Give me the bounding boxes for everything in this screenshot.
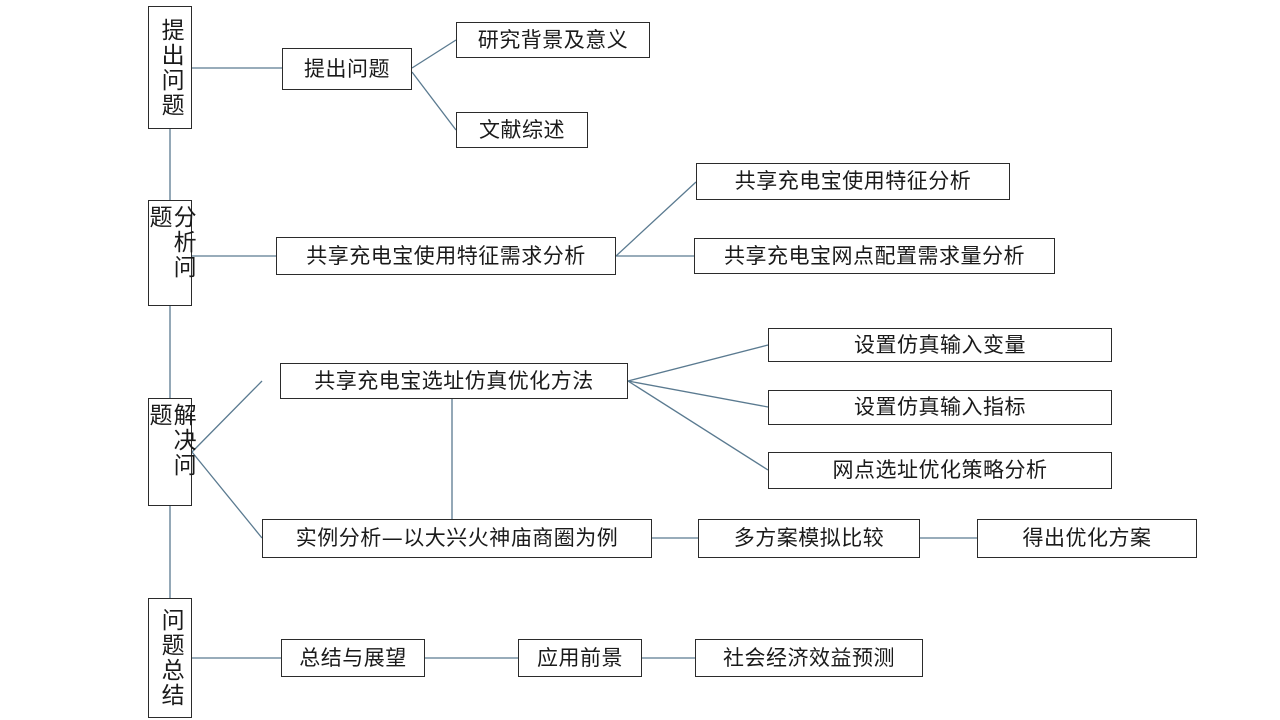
- node-case-study-label: 实例分析—以大兴火神庙商圈为例: [295, 526, 619, 551]
- node-input-indicators-label: 设置仿真输入指标: [854, 395, 1026, 420]
- stage-solve-label: 解决问题: [145, 403, 196, 478]
- node-multi-scheme-label: 多方案模拟比较: [733, 526, 885, 551]
- stage-summary-label: 问题总结: [157, 608, 184, 708]
- node-input-indicators[interactable]: 设置仿真输入指标: [768, 390, 1112, 425]
- node-conclusion-label: 总结与展望: [299, 645, 407, 670]
- link-demand-to-usage: [615, 181, 697, 257]
- node-case-study[interactable]: 实例分析—以大兴火神庙商圈为例: [262, 519, 652, 558]
- link-method-to-strategy: [627, 380, 769, 471]
- node-conclusion[interactable]: 总结与展望: [281, 639, 425, 677]
- stage-summary[interactable]: 问题总结: [148, 598, 192, 718]
- node-site-demand[interactable]: 共享充电宝网点配置需求量分析: [694, 238, 1055, 274]
- node-benefit-forecast-label: 社会经济效益预测: [723, 645, 895, 670]
- node-input-variables[interactable]: 设置仿真输入变量: [768, 328, 1112, 362]
- node-literature-label: 文献综述: [479, 117, 565, 142]
- stage-raise-label: 提出问题: [157, 17, 184, 118]
- node-optimal-scheme-label: 得出优化方案: [1022, 526, 1152, 551]
- link-method-to-variables: [627, 344, 769, 382]
- link-raise-to-background: [411, 39, 457, 69]
- link-method-to-indicators: [627, 380, 769, 408]
- node-site-demand-label: 共享充电宝网点配置需求量分析: [724, 243, 1025, 268]
- node-input-variables-label: 设置仿真输入变量: [854, 332, 1026, 357]
- node-background-label: 研究背景及意义: [477, 27, 629, 52]
- link-raise-to-literature: [411, 71, 457, 131]
- node-demand-analysis-label: 共享充电宝使用特征需求分析: [306, 243, 586, 268]
- stage-raise[interactable]: 提出问题: [148, 6, 192, 129]
- node-application-label: 应用前景: [537, 645, 623, 670]
- node-literature[interactable]: 文献综述: [456, 112, 588, 148]
- node-strategy-analysis-label: 网点选址优化策略分析: [832, 458, 1048, 483]
- node-strategy-analysis[interactable]: 网点选址优化策略分析: [768, 452, 1112, 489]
- node-usage-features[interactable]: 共享充电宝使用特征分析: [696, 163, 1010, 200]
- stage-solve[interactable]: 解决问题: [145, 398, 196, 506]
- link-solve-branch-bottom: [191, 451, 263, 539]
- node-raise-problem[interactable]: 提出问题: [282, 48, 412, 90]
- node-demand-analysis[interactable]: 共享充电宝使用特征需求分析: [276, 237, 616, 275]
- node-optimal-scheme[interactable]: 得出优化方案: [977, 519, 1197, 558]
- node-sim-method-label: 共享充电宝选址仿真优化方法: [314, 368, 594, 393]
- node-application[interactable]: 应用前景: [518, 639, 642, 677]
- node-background[interactable]: 研究背景及意义: [456, 22, 650, 58]
- node-benefit-forecast[interactable]: 社会经济效益预测: [695, 639, 923, 677]
- node-raise-problem-label: 提出问题: [304, 56, 390, 81]
- stage-analyze[interactable]: 分析问题: [145, 200, 196, 306]
- stage-analyze-label: 分析问题: [145, 205, 196, 280]
- node-multi-scheme[interactable]: 多方案模拟比较: [698, 519, 920, 558]
- node-sim-method[interactable]: 共享充电宝选址仿真优化方法: [280, 363, 628, 399]
- link-solve-branch-top: [191, 380, 263, 453]
- node-usage-features-label: 共享充电宝使用特征分析: [734, 169, 972, 194]
